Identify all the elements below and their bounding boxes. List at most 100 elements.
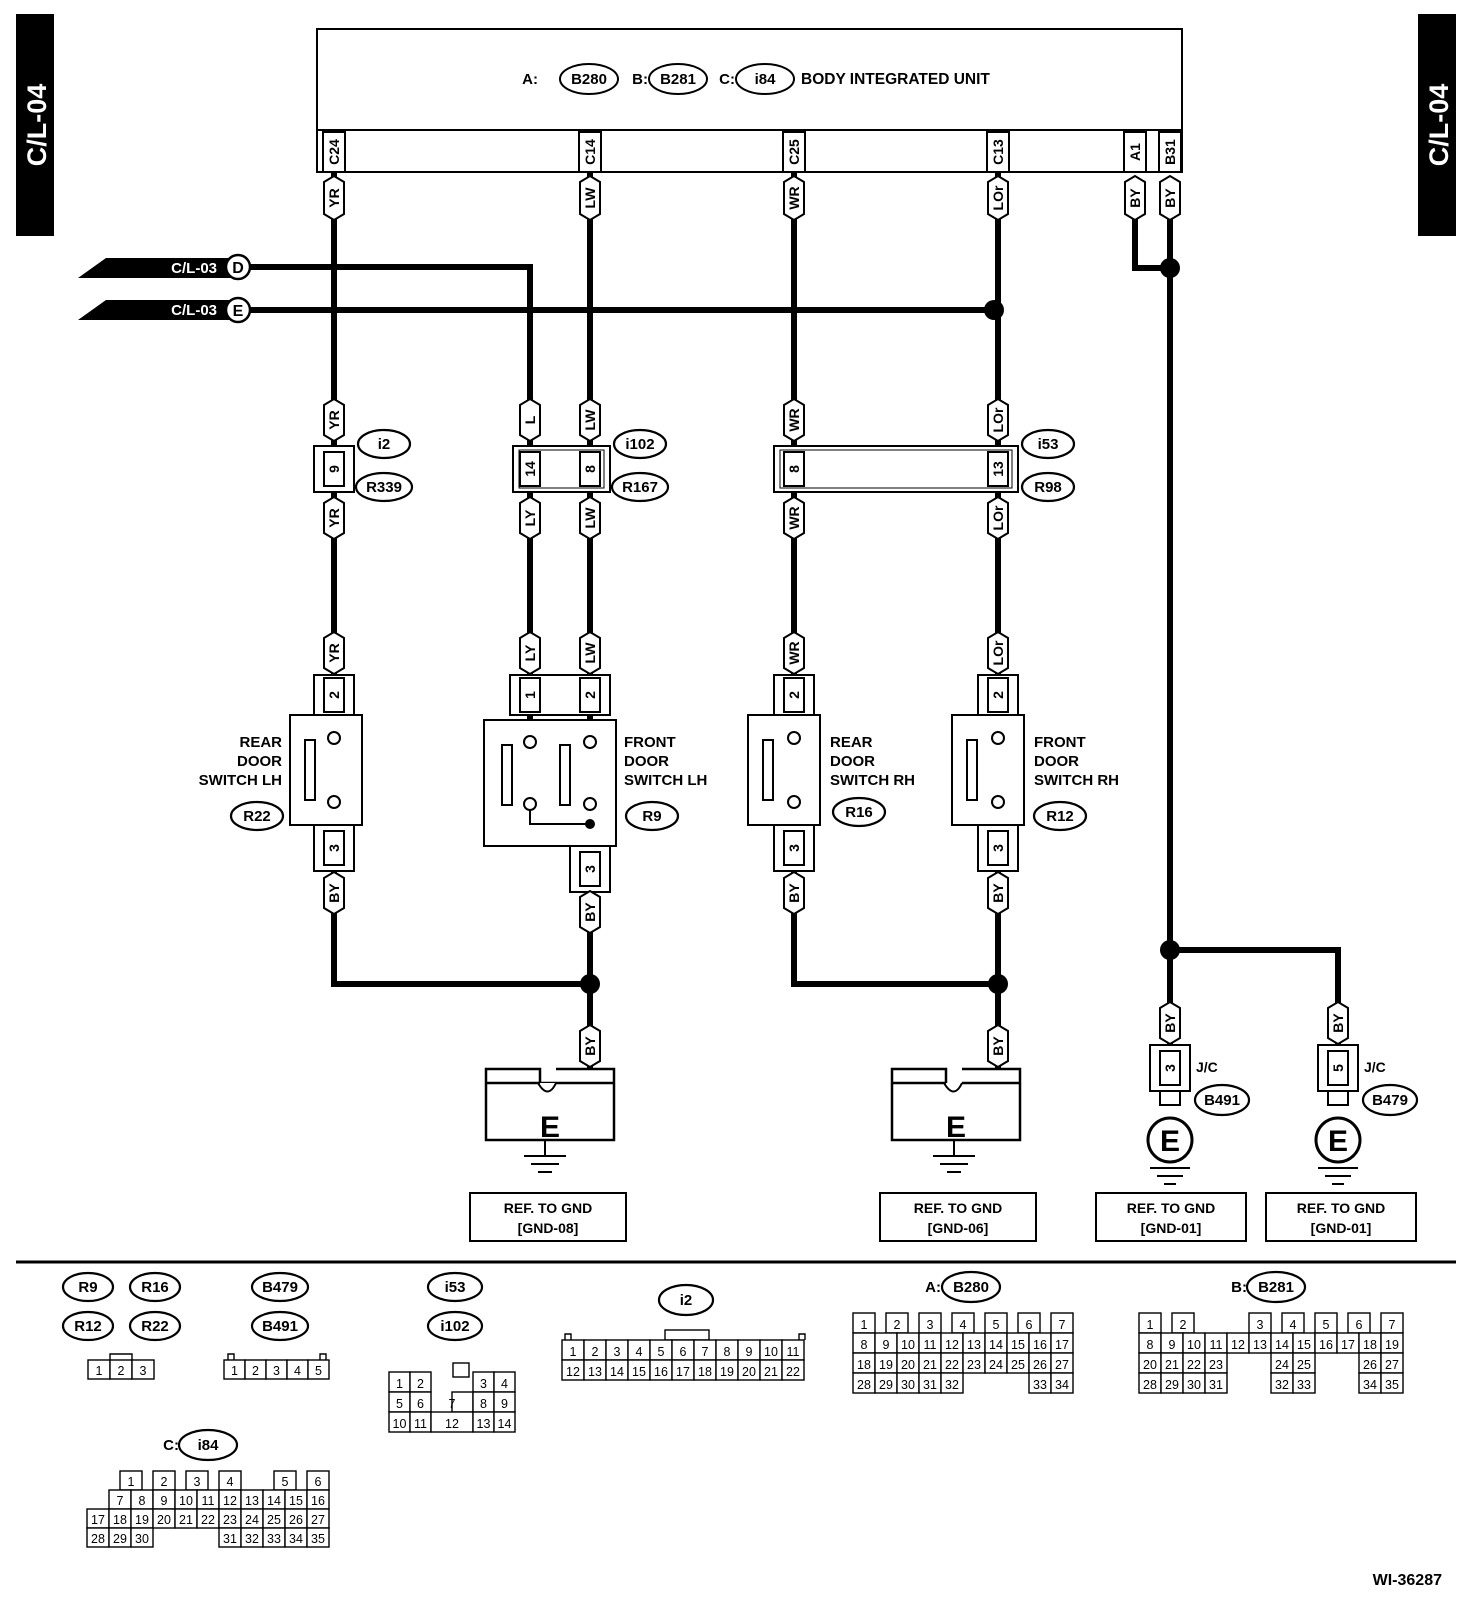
connector-id: R22 (243, 808, 271, 825)
pin-number: C25 (786, 139, 802, 165)
pin-box: 3 (579, 851, 601, 887)
wire-tag-text: BY (1162, 188, 1178, 208)
connector-oval: R9 (61, 1271, 115, 1303)
pin-cell: 12 (223, 1494, 237, 1508)
pin-cell: 35 (311, 1532, 325, 1546)
unit-a-prefix: A: (522, 71, 538, 88)
pin-cell: 26 (289, 1513, 303, 1527)
switch-label: SWITCH RH (1034, 772, 1119, 789)
ground-letter: E (946, 1111, 966, 1144)
wire-tag-text: YR (326, 508, 342, 527)
wire-tag: WR (783, 174, 805, 222)
pin-cell: 17 (1341, 1338, 1355, 1352)
jc-connectors (1149, 1044, 1359, 1106)
wires (250, 172, 1341, 1070)
pin-cell: 27 (1055, 1358, 1069, 1372)
pin-cell: 8 (861, 1338, 868, 1352)
pin-number: 8 (582, 465, 598, 473)
pin-cell: 5 (315, 1364, 322, 1378)
pin-cell: 19 (720, 1365, 734, 1379)
pin-cell: 21 (923, 1358, 937, 1372)
pin-cell: 28 (1143, 1378, 1157, 1392)
pin-cell: 20 (1143, 1358, 1157, 1372)
pin-number: C24 (326, 139, 342, 165)
pin-cell: 5 (1323, 1318, 1330, 1332)
pin-cell: 22 (1187, 1358, 1201, 1372)
pin-cell: 12 (566, 1365, 580, 1379)
wire-tag: BY (1159, 174, 1181, 222)
wire-tag: YR (323, 397, 345, 443)
wire-tag-text: BY (1162, 1013, 1178, 1033)
pin-cell: 2 (1180, 1318, 1187, 1332)
pin-cell: 31 (1209, 1378, 1223, 1392)
wire-tag-text: LOr (990, 640, 1006, 665)
pin-cell: 32 (245, 1532, 259, 1546)
wire-tag-text: LOr (990, 185, 1006, 210)
ref-e-text: C/L-03 (171, 302, 217, 319)
pin-cell: 3 (140, 1364, 147, 1378)
pin-cell: 30 (901, 1378, 915, 1392)
pin-cell: 23 (1209, 1358, 1223, 1372)
pin-cell: 4 (501, 1377, 508, 1391)
pin-cell: 3 (1257, 1318, 1264, 1332)
pin-number: 13 (990, 461, 1006, 477)
pin-cell: 29 (879, 1378, 893, 1392)
switch-label: DOOR (830, 753, 875, 770)
pin-cell: 2 (252, 1364, 259, 1378)
connector-oval: B491 (250, 1310, 310, 1342)
pin-cell: 9 (1169, 1338, 1176, 1352)
mid-connector-brackets (313, 445, 1019, 493)
pin-box: C24 (322, 131, 346, 173)
pin-number: 2 (990, 691, 1006, 699)
pin-cell: 25 (1011, 1358, 1025, 1372)
connector-oval: B281 (1245, 1270, 1307, 1304)
ground-symbols (469, 1067, 1417, 1242)
connector-oval: R12 (61, 1310, 115, 1342)
ground-letter: E (1328, 1125, 1348, 1158)
wire-tag: BY (987, 870, 1009, 916)
pin-cell: 19 (1385, 1338, 1399, 1352)
pin-box: 3 (783, 830, 805, 866)
ref-d-letter: D (232, 260, 244, 277)
pin-cell: 27 (1385, 1358, 1399, 1372)
legend-prefix: C: (163, 1437, 179, 1454)
ground-ref: REF. TO GND (504, 1200, 592, 1216)
wire-tag: WR (783, 397, 805, 443)
pin-number: 3 (786, 844, 802, 852)
ground-ref: [GND-06] (928, 1220, 989, 1236)
pin-cell: 6 (1356, 1318, 1363, 1332)
ground-letter: E (540, 1111, 560, 1144)
body-integrated-unit: A: B280 B: B281 C: i84 BODY INTEGRATED U… (316, 28, 1183, 173)
wire-tag-text: BY (990, 883, 1006, 903)
pin-cell: 13 (1253, 1338, 1267, 1352)
connector-oval: R16 (831, 796, 887, 828)
wire-tag-text: BY (326, 883, 342, 903)
switch-label: SWITCH LH (199, 772, 282, 789)
pin-cell: 17 (676, 1365, 690, 1379)
pin-cell: 1 (861, 1318, 868, 1332)
pin-cell: 1 (231, 1364, 238, 1378)
pin-cell: 14 (610, 1365, 624, 1379)
pin-cell: 9 (161, 1494, 168, 1508)
pin-cell: 3 (273, 1364, 280, 1378)
connector-id: R22 (141, 1318, 169, 1335)
wire-tag: WR (783, 630, 805, 676)
pin-box: 9 (323, 451, 345, 487)
wire-tag: L (519, 397, 541, 443)
pin-box: 1 (519, 677, 541, 713)
ref-arrow-d: C/L-03 D (78, 253, 252, 281)
pin-cell: 10 (179, 1494, 193, 1508)
pin-cell: 17 (1055, 1338, 1069, 1352)
pin-cell: 12 (445, 1417, 459, 1431)
wire-tag: LOr (987, 397, 1009, 443)
wire-tag: YR (323, 495, 345, 541)
pin-cell: 11 (202, 1494, 215, 1508)
wire-tag: BY (579, 889, 601, 935)
pin-number: C14 (582, 139, 598, 165)
